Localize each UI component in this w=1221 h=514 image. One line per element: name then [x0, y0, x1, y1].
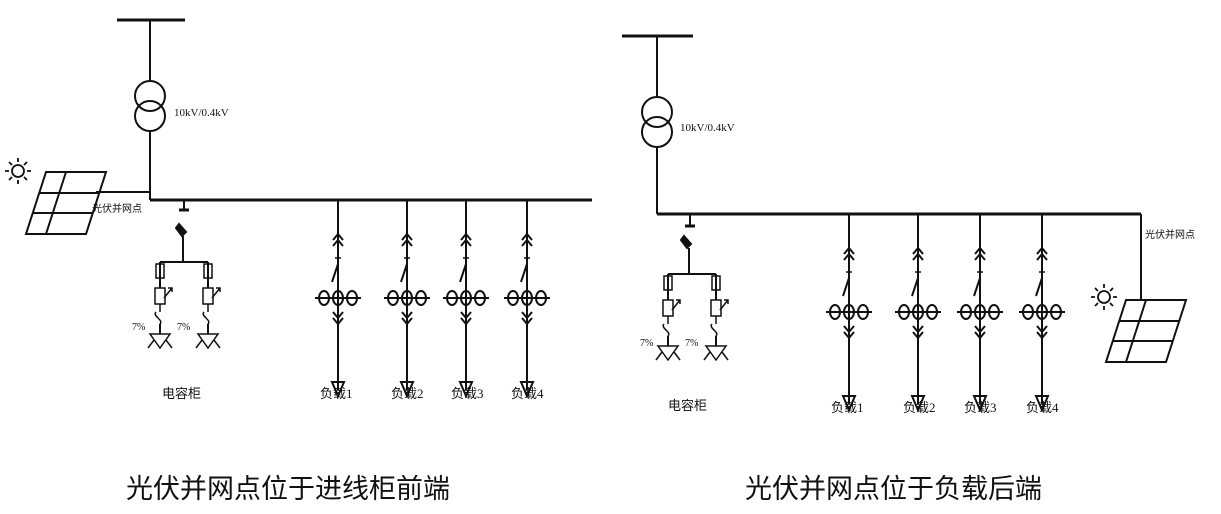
right-load-branch-1: [825, 213, 873, 411]
left-transformer-label: 10kV/0.4kV: [174, 107, 229, 119]
left-load-branch-1: [314, 199, 362, 397]
right-load-label-3: 负载3: [964, 400, 997, 415]
transformer-icon: [134, 80, 166, 132]
left-load-label-4: 负载4: [511, 386, 544, 401]
left-cap-branch-1: [147, 261, 173, 349]
right-cap-ratio-1: 7%: [640, 338, 653, 349]
left-load-label-3: 负载3: [451, 386, 484, 401]
left-load-branch-3: [442, 199, 490, 397]
left-diagram: 10kV/0.4kV 光伏并网点 7% 7% 电容柜 负载1 负载2 负载3 负…: [4, 18, 592, 504]
right-cap-branch-1: [655, 273, 681, 361]
right-capacitor-label: 电容柜: [668, 398, 707, 413]
right-load-branch-4: [1018, 213, 1066, 411]
left-capacitor-cabinet: [160, 200, 208, 263]
left-capacitor-label: 电容柜: [162, 386, 201, 401]
solar-panel-icon: [1105, 299, 1187, 363]
right-cap-ratio-2: 7%: [685, 338, 698, 349]
right-load-label-1: 负载1: [831, 400, 864, 415]
right-caption: 光伏并网点位于负载后端: [745, 474, 1042, 504]
right-diagram: 10kV/0.4kV 光伏并网点 7% 7% 电容柜 负载1 负载2 负载3 负…: [622, 34, 1195, 504]
left-caption: 光伏并网点位于进线柜前端: [126, 474, 450, 504]
left-pv-point-label: 光伏并网点: [92, 202, 142, 215]
left-cap-branch-2: [195, 261, 221, 349]
left-load-branch-4: [503, 199, 551, 397]
left-cap-ratio-2: 7%: [177, 322, 190, 333]
right-transformer-label: 10kV/0.4kV: [680, 122, 735, 134]
right-load-branch-2: [894, 213, 942, 411]
right-cap-branch-2: [703, 273, 729, 361]
right-load-label-4: 负载4: [1026, 400, 1059, 415]
left-cap-ratio-1: 7%: [132, 322, 145, 333]
transformer-icon: [641, 96, 673, 148]
sun-icon: [4, 157, 32, 185]
right-pv-point-label: 光伏并网点: [1145, 228, 1195, 241]
left-load-label-2: 负载2: [391, 386, 424, 401]
right-load-label-2: 负载2: [903, 400, 936, 415]
right-load-branch-3: [956, 213, 1004, 411]
left-load-branch-2: [383, 199, 431, 397]
right-capacitor-cabinet: [668, 214, 716, 275]
left-load-label-1: 负载1: [320, 386, 353, 401]
solar-panel-icon: [25, 171, 107, 235]
sun-icon: [1090, 283, 1118, 311]
